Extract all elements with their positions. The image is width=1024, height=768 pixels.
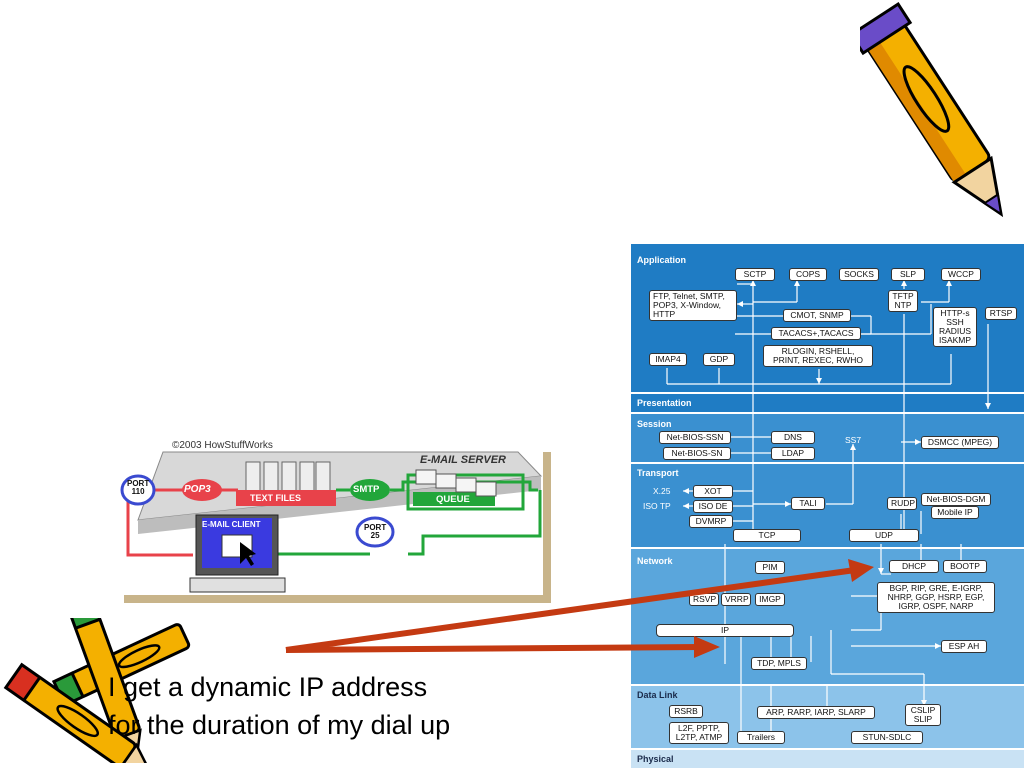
proto-cops: COPS	[789, 268, 827, 281]
proto-ldap: LDAP	[771, 447, 815, 460]
proto-iso-tp: ISO TP	[643, 501, 671, 511]
proto-https: HTTP-s SSH RADIUS ISAKMP	[933, 307, 977, 347]
proto-dsmcc: DSMCC (MPEG)	[921, 436, 999, 449]
caption-line-1: I get a dynamic IP address	[108, 672, 428, 702]
layer-physical: Physical	[637, 754, 674, 764]
proto-vrrp: VRRP	[721, 593, 751, 606]
proto-esp-ah: ESP AH	[941, 640, 987, 653]
proto-dns: DNS	[771, 431, 815, 444]
proto-cslip: CSLIP SLIP	[905, 704, 941, 726]
proto-stun-sdlc: STUN-SDLC	[851, 731, 923, 744]
layer-network: Network	[637, 556, 673, 566]
layer-transport: Transport	[637, 468, 679, 478]
proto-dhcp: DHCP	[889, 560, 939, 573]
email-server-figure: ©2003 HowStuffWorks E-MAIL SERVER POP3 P…	[118, 440, 553, 605]
proto-rudp: RUDP	[887, 497, 917, 510]
port25-label: PORT 25	[364, 523, 387, 540]
pencils-icon	[3, 618, 191, 763]
proto-ss7: SS7	[845, 435, 862, 445]
proto-tacacs: TACACS+,TACACS	[771, 327, 861, 340]
proto-netbios-sn: Net-BIOS-SN	[663, 447, 731, 460]
proto-rtsp: RTSP	[985, 307, 1017, 320]
proto-dvmrp: DVMRP	[689, 515, 733, 528]
layer-application: Application	[637, 255, 686, 265]
proto-l2f-group: L2F, PPTP, L2TP, ATMP	[669, 722, 729, 744]
proto-ip: IP	[656, 624, 794, 637]
layer-session: Session	[637, 419, 672, 429]
email-server-label: E-MAIL SERVER	[420, 454, 506, 466]
proto-netbios-ssn: Net-BIOS-SSN	[659, 431, 731, 444]
layer-data-link: Data Link	[637, 690, 678, 700]
proto-udp: UDP	[849, 529, 919, 542]
annotation-arrows	[285, 559, 874, 658]
proto-gdp: GDP	[703, 353, 735, 366]
email-diagram	[120, 451, 551, 603]
proto-iso-de: ISO DE	[693, 500, 733, 513]
arrowhead-dhcp	[848, 559, 874, 582]
proto-tali: TALI	[791, 497, 825, 510]
proto-socks: SOCKS	[839, 268, 879, 281]
proto-slp: SLP	[891, 268, 925, 281]
proto-x25: X.25	[653, 486, 671, 496]
caption-text: I get a dynamic IP address for the durat…	[108, 668, 450, 744]
copyright-credit: ©2003 HowStuffWorks	[172, 440, 273, 451]
smtp-label: SMTP	[353, 484, 380, 495]
arrow-to-dhcp	[285, 567, 856, 653]
proto-tcp: TCP	[733, 529, 801, 542]
proto-pim: PIM	[755, 561, 785, 574]
port110-label: PORT 110	[127, 479, 150, 496]
email-client-label: E-MAIL CLIENT	[202, 520, 261, 529]
proto-rlogin: RLOGIN, RSHELL, PRINT, REXEC, RWHO	[763, 345, 873, 367]
queue-label: QUEUE	[436, 494, 470, 505]
proto-xot: XOT	[693, 485, 733, 498]
proto-bgp-group: BGP, RIP, GRE, E-IGRP, NHRP, GGP, HSRP, …	[877, 582, 995, 613]
proto-imgp: IMGP	[755, 593, 785, 606]
proto-tftp: TFTP NTP	[888, 290, 918, 312]
proto-mobile-ip: Mobile IP	[931, 506, 979, 519]
arrowhead-ip	[694, 636, 720, 658]
text-files-label: TEXT FILES	[250, 493, 302, 503]
layer-presentation: Presentation	[637, 398, 692, 408]
proto-wccp: WCCP	[941, 268, 981, 281]
caption-line-2: for the duration of my dial up	[108, 710, 451, 740]
proto-cmot: CMOT, SNMP	[783, 309, 851, 322]
protocol-stack-diagram: Application Presentation Session Transpo…	[631, 244, 1024, 768]
proto-netbios-dgm: Net-BIOS-DGM	[921, 493, 991, 506]
proto-bootp: BOOTP	[943, 560, 987, 573]
proto-arp-group: ARP, RARP, IARP, SLARP	[757, 706, 875, 719]
proto-imap4: IMAP4	[649, 353, 687, 366]
proto-ftp-group: FTP, Telnet, SMTP, POP3, X-Window, HTTP	[649, 290, 737, 321]
proto-trailers: Trailers	[737, 731, 785, 744]
pop3-label: POP3	[184, 484, 211, 495]
arrow-to-ip	[285, 644, 701, 653]
proto-rsrb: RSRB	[669, 705, 703, 718]
pencil-icon	[860, 2, 1004, 218]
proto-tdp-mpls: TDP, MPLS	[751, 657, 807, 670]
proto-sctp: SCTP	[735, 268, 775, 281]
